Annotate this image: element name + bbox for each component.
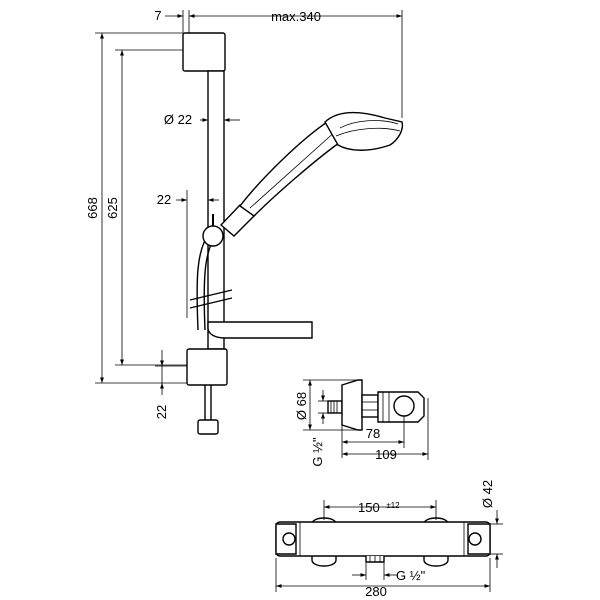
dim-280: 280 (365, 584, 387, 599)
dim-diameter-42: Ø 42 (480, 480, 495, 508)
soap-dish (207, 321, 313, 339)
slider-knob (202, 225, 224, 247)
dim-22-slider: 22 (157, 192, 171, 207)
dim-thread-bottom: G ½" (396, 568, 426, 583)
dim-668: 668 (85, 197, 100, 219)
dim-max340: max.340 (271, 9, 321, 24)
dim-7: 7 (154, 8, 161, 23)
vertical-rail (207, 70, 225, 350)
connection-fitting (327, 379, 425, 431)
mixer-body (275, 521, 491, 557)
shower-rail-assembly (182, 32, 404, 435)
dim-78: 78 (366, 426, 380, 441)
rail-dimensions: 7 max.340 Ø 22 22 668 625 22 (85, 8, 403, 419)
thread-inlet (327, 400, 343, 414)
left-handle-knob (282, 532, 296, 546)
dim-diameter-22: Ø 22 (164, 112, 192, 127)
thermostat-mixer (275, 517, 491, 567)
dim-150: 150 ±12 (358, 500, 400, 515)
hand-shower-handle (239, 119, 344, 217)
valve-port (393, 395, 415, 417)
right-handle-knob (468, 532, 482, 546)
hex-nut (361, 394, 379, 418)
mixer-dimensions: 150 ±12 Ø 42 280 G ½" (275, 480, 503, 599)
dim-thread-left: G ½" (310, 437, 325, 467)
bottom-wall-bracket (186, 348, 228, 386)
dim-diameter-68: Ø 68 (294, 392, 309, 420)
hand-shower-head (324, 111, 404, 151)
dim-22-bottom: 22 (154, 405, 169, 419)
top-wall-bracket (182, 32, 226, 72)
dim-109: 109 (375, 447, 397, 462)
rosette-body (341, 379, 363, 431)
dim-625: 625 (105, 197, 120, 219)
dim-150-tolerance: ±12 (386, 501, 400, 510)
connection-dimensions: Ø 68 G ½" 78 109 (294, 379, 429, 467)
